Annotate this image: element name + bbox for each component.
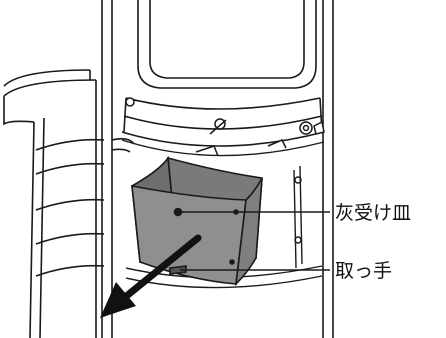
- ash-pan-label: 灰受け皿: [335, 202, 411, 224]
- combustion-window: [137, 0, 317, 89]
- ash-pan-handle: [169, 265, 187, 275]
- stove-body: [101, 0, 334, 338]
- ash-pan-rivet-3: [229, 259, 235, 265]
- pull-arrow: [100, 234, 202, 318]
- ring-knobs: [125, 97, 325, 157]
- handle-label: 取っ手: [335, 260, 392, 282]
- callout-lines: [180, 211, 330, 271]
- ash-pan: [131, 155, 263, 287]
- ash-pan-right-wall: [234, 177, 263, 287]
